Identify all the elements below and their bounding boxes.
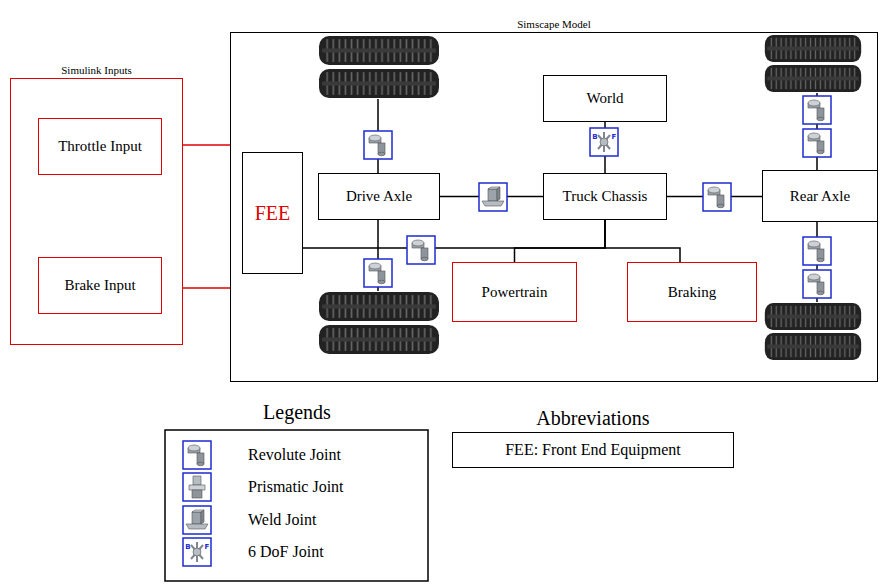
body-box: Drive Axle — [318, 173, 440, 220]
input-group: Simulink InputsThrottle InputBrake Input — [10, 78, 183, 345]
tires — [319, 35, 861, 360]
icon-letter: B — [185, 543, 190, 551]
box-label: Brake Input — [64, 277, 135, 294]
body-box: World — [543, 75, 667, 122]
body-box: Rear Axle — [762, 170, 878, 222]
legend-icons — [183, 441, 211, 566]
legend-title: Legends — [263, 401, 331, 424]
subsystem-box: Braking — [627, 262, 757, 322]
group-heading: Simscape Model — [191, 18, 880, 30]
legend-text: Revolute Joint — [248, 446, 341, 463]
legend-item: Weld Joint — [248, 511, 316, 529]
input-box: Throttle Input — [38, 118, 162, 175]
body-box: Truck Chassis — [543, 173, 667, 220]
legend-text: Prismatic Joint — [248, 478, 344, 495]
abbreviation-box: AbbreviationsFEE: Front End Equipment — [452, 432, 734, 468]
box-label: Rear Axle — [790, 188, 850, 205]
group-heading: Abbreviations — [413, 407, 773, 430]
input-box: Brake Input — [38, 257, 162, 314]
box-label: Throttle Input — [58, 138, 142, 155]
icon-letter: F — [612, 133, 617, 141]
box-label: World — [586, 90, 623, 107]
legend-frame — [165, 430, 428, 581]
connector-line — [183, 144, 230, 146]
legend-item: Prismatic Joint — [248, 478, 344, 496]
legend-text: 6 DoF Joint — [248, 543, 324, 560]
connector-line — [515, 220, 606, 262]
model-frame: Simscape ModelFEEDrive AxleWorldTruck Ch… — [230, 32, 878, 382]
icon-letter: F — [205, 543, 210, 551]
box-label: Truck Chassis — [563, 188, 648, 205]
connector-line — [303, 220, 605, 248]
box-label: FEE — [255, 202, 291, 225]
legend-item: Revolute Joint — [248, 446, 341, 464]
box-label: FEE: Front End Equipment — [505, 441, 681, 459]
subsystem-box: FEE — [242, 152, 303, 274]
box-label: Powertrain — [482, 284, 548, 301]
group-heading: Simulink Inputs — [0, 64, 222, 76]
connector-line — [605, 220, 680, 262]
joint-icons — [364, 96, 831, 298]
legend-text: Weld Joint — [248, 511, 316, 528]
box-label: Drive Axle — [346, 188, 412, 205]
axle-shafts — [378, 93, 817, 302]
connector-line — [183, 287, 230, 289]
icon-letter: B — [592, 133, 597, 141]
legend-item: 6 DoF Joint — [248, 543, 324, 561]
subsystem-box: Powertrain — [452, 262, 577, 322]
box-label: Braking — [668, 284, 716, 301]
